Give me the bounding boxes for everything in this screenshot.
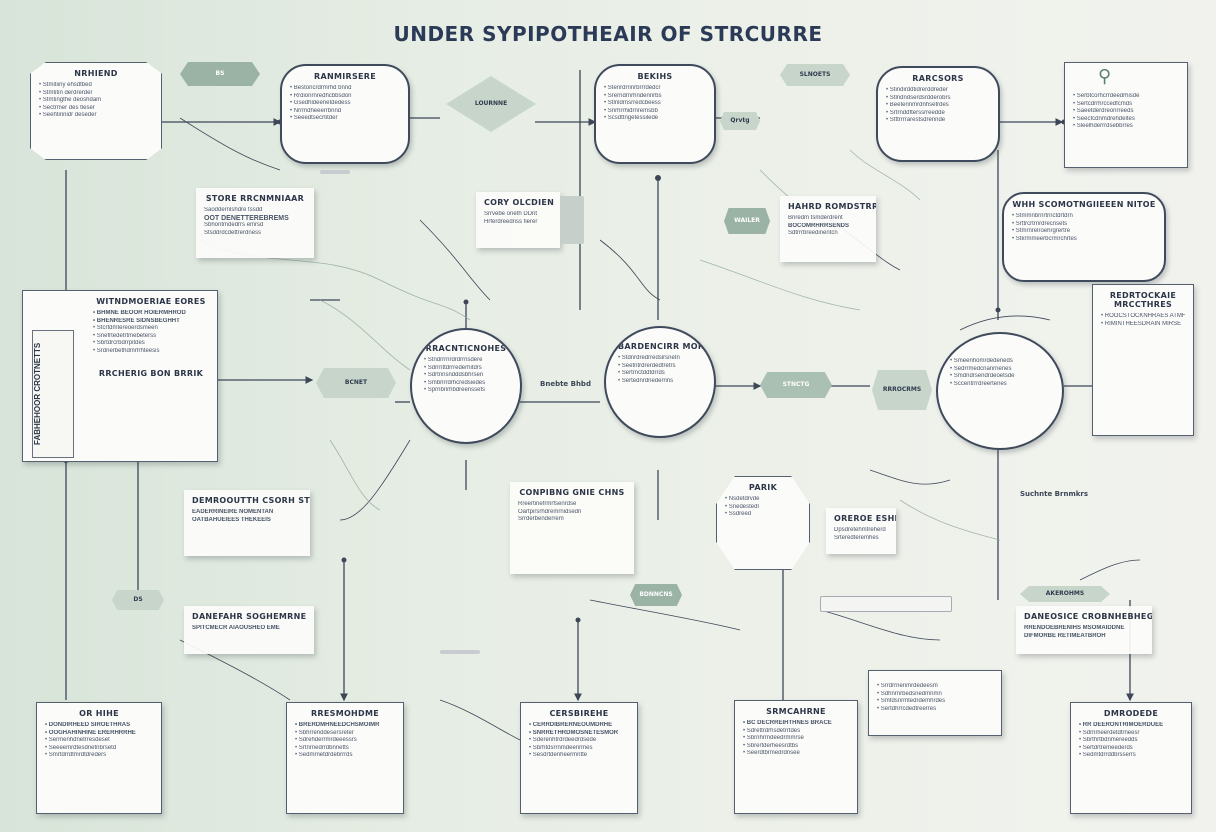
node-title: DANEFAHR SOGHEMRNE bbox=[192, 612, 307, 621]
node-redrtockaie: REDRTOCKAIE MRCCTHRES ROOCSTOCKNHRAES AT… bbox=[1092, 284, 1194, 436]
node-rresmohdme: RRESMOHDME BRERDMHNEEDCHSMOIMR Sbhrrendd… bbox=[286, 702, 404, 814]
node-bottom-mid-right: Srrdrrnenmrdedeesm Sdhnrnrbedsnedmnmn Sm… bbox=[868, 670, 1002, 736]
node-daneosice: DANEOSICE CROBNHEBHEGS RRENDOEBRENIHS MS… bbox=[1016, 606, 1152, 654]
node-rarcsors: RARCSORS Stindirddtidrerddreder Stlndnds… bbox=[876, 66, 1000, 162]
side-tag: WAILER bbox=[724, 208, 770, 234]
hex-tag: STNCTG bbox=[760, 372, 832, 398]
node-title: CERSBIREHE bbox=[549, 709, 609, 718]
hex-tag: AKEROHMS bbox=[1020, 586, 1110, 602]
node-danefahr: DANEFAHR SOGHEMRNE SPITCMECR AIAOUSHEO E… bbox=[184, 606, 314, 654]
node-title: PARIK bbox=[748, 483, 778, 492]
node-conpibng: CONPIBNG GNIE CHNS Rreertinefrmrfsenrdse… bbox=[510, 482, 634, 574]
node-srmcahrne: SRMCAHRNE BC DECRREIHTHNES BRACE Sdrettr… bbox=[734, 700, 858, 814]
node-dmrodede: DMRODEDE RR DEERONTRIMOERDUEE Sdrnmeerde… bbox=[1070, 702, 1192, 814]
hex-tag: BS bbox=[180, 62, 260, 86]
node-whh: WHH SCOMOTNGIIEEEN NITOE Stmmnbrnrtrnctd… bbox=[1002, 192, 1166, 282]
node-title: OR HIHE bbox=[79, 709, 119, 718]
node-title: DEMROOUTTH CSORH STRS bbox=[192, 496, 310, 505]
node-ranmirsere: RANMIRSERE Bestoncrdrmrhd bnnd Rrdionrnr… bbox=[280, 64, 410, 164]
node-cory: CORY OLCDIEN Srrvebe oneth DDnt Hrferdre… bbox=[476, 192, 560, 248]
page-title: UNDER SYPIPOTHEAIR OF STRCURRE bbox=[393, 22, 823, 46]
hex-tag: DS bbox=[112, 590, 164, 610]
node-bekihs: BEKIHS Stenrdrrinrbrrrdedcr Srerndrnrhnd… bbox=[594, 64, 716, 164]
hex-tag: BDNNCNS bbox=[630, 584, 682, 606]
node-title: DMRODEDE bbox=[1103, 709, 1159, 718]
node-orerore: OREROE ESHHRI Dpsdretehmtreherd Srteredt… bbox=[826, 508, 896, 554]
node-nrhiend: NRHIEND Stmitiiny ehsdtbed Stmtitin derd… bbox=[30, 62, 162, 160]
node-title: BEKIHS bbox=[637, 72, 673, 81]
hex-tag: BCNET bbox=[316, 368, 396, 398]
node-title: RARCSORS bbox=[912, 74, 964, 83]
node-title: CONPIBNG GNIE CHNS bbox=[519, 488, 625, 497]
node-title: OREROE ESHHRI bbox=[834, 514, 896, 523]
node-top-right: Serbtcorhcrrdeedrhisde Sertcdrrhrccedfcm… bbox=[1064, 62, 1188, 168]
node-title: WITNDMOERIAE EORES bbox=[96, 297, 206, 306]
node-title: NRHIEND bbox=[74, 69, 118, 78]
small-label: Bnebte Bhbd bbox=[540, 380, 591, 388]
node-title: RANMIRSERE bbox=[314, 72, 376, 81]
node-cersbirehe: CERSBIREHE CERRDIBRERNEOUMDRHE SNRRETHRD… bbox=[520, 702, 638, 814]
placeholder-bar bbox=[560, 196, 584, 244]
node-mid-right-circle: Smeenhomrdedeneds Sedrrmedcnanrnenes Smd… bbox=[936, 332, 1064, 450]
node-footer: RRCHERIG BON BRRIK bbox=[98, 369, 204, 378]
node-store: STORE RRCNMNIAAR Saoddernlshdre tssdd OO… bbox=[196, 188, 314, 258]
hex-tag: Qrvtg bbox=[720, 112, 760, 130]
node-demrooutth: DEMROOUTTH CSORH STRS EADERRINEIRE NOMEN… bbox=[184, 490, 310, 556]
node-orhihe: OR HIHE DONDIRHEED SIROETHRAS OOGHAHINHI… bbox=[36, 702, 162, 814]
bird-icon: ⚲ bbox=[1098, 66, 1112, 86]
node-hahrd: HAHRD ROMDSTRR Bnredm tsmderdrent BOCOMR… bbox=[780, 196, 876, 262]
node-title: RRESMOHDME bbox=[310, 709, 380, 718]
node-bardencirr: BARDENCIRR MOR THE Stdnrdredrredslrsnetn… bbox=[604, 326, 716, 438]
node-rracnticnohes: RRACNTICNOHES Stndrrrnrdrdrrnsdere Sdrrn… bbox=[410, 328, 522, 444]
side-band: FABHEHOOR CROTNETTS bbox=[32, 330, 74, 458]
node-title: RRACNTICNOHES bbox=[425, 344, 507, 353]
placeholder-bar bbox=[320, 170, 350, 174]
placeholder-bar bbox=[440, 650, 480, 654]
node-title: BARDENCIRR MOR THE bbox=[618, 342, 716, 351]
small-label: Suchnte Brnmkrs bbox=[1020, 490, 1089, 498]
node-title: STORE RRCNMNIAAR bbox=[205, 194, 305, 203]
hex-tag: SLNOETS bbox=[780, 64, 850, 86]
node-title: REDRTOCKAIE MRCCTHRES bbox=[1109, 291, 1177, 309]
node-parik: PARIK Nsdetdrvde Snedestedl Ssdreed bbox=[716, 476, 810, 570]
node-title: CORY OLCDIEN bbox=[484, 198, 555, 207]
hex-tag: RRROCRMS bbox=[872, 370, 932, 410]
node-title: WHH SCOMOTNGIIEEEN NITOE bbox=[1012, 200, 1156, 209]
node-witndmoeriae: WITNDMOERIAE EORES BHMNE BEOOR HOIERMHRO… bbox=[22, 290, 218, 462]
node-title: HAHRD ROMDSTRR bbox=[788, 202, 876, 211]
node-title: DANEOSICE CROBNHEBHEGS bbox=[1024, 612, 1152, 621]
placeholder-bar bbox=[820, 596, 952, 612]
node-title: SRMCAHRNE bbox=[766, 707, 826, 716]
